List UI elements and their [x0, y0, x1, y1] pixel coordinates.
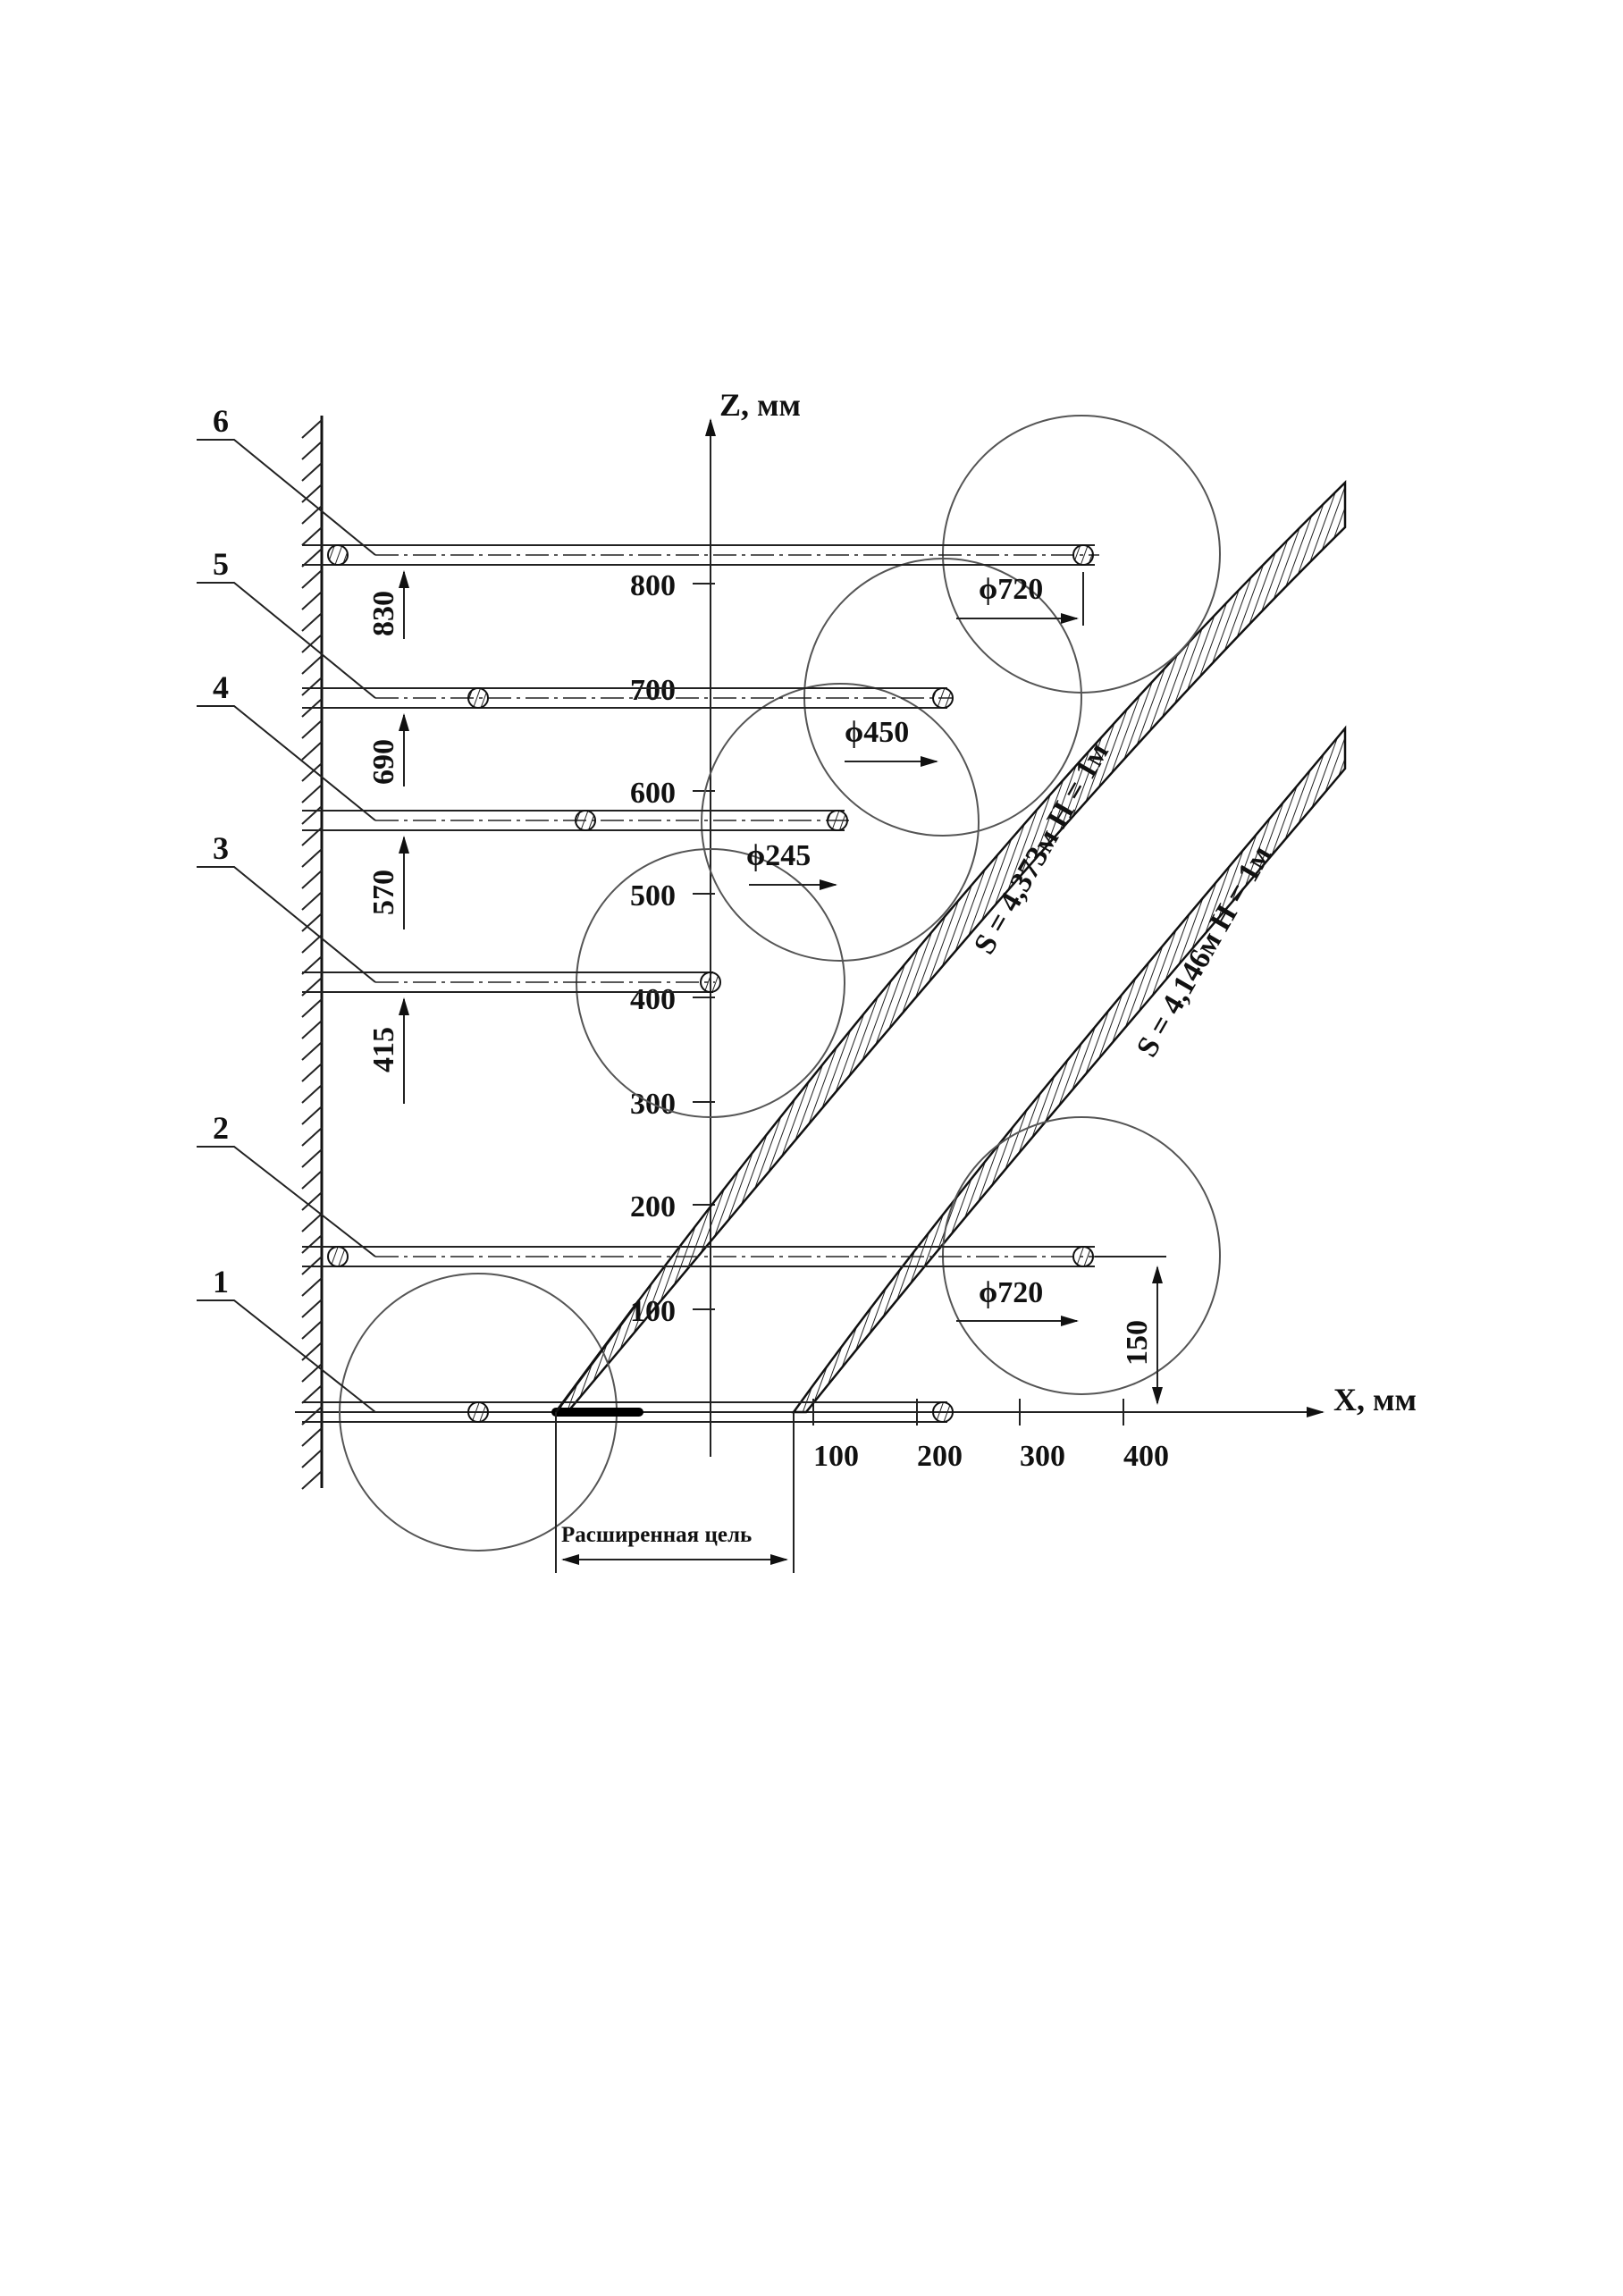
trajectory-lower-label: S = 4,146м H = 1м	[1131, 840, 1278, 1063]
diameter-245: ϕ245	[746, 839, 811, 872]
wall-hatch-line	[301, 1170, 323, 1190]
rod-1	[302, 1401, 954, 1423]
height-150: 150	[1121, 1320, 1154, 1366]
wall-hatch-line	[301, 805, 323, 825]
z-tick-700: 700	[630, 674, 676, 707]
wall-hatch-line	[301, 955, 323, 975]
z-tick-600: 600	[630, 777, 676, 810]
x-axis-label: X, мм	[1333, 1382, 1417, 1417]
wall-hatch-line	[301, 741, 323, 761]
target-label: Расширенная цель	[561, 1523, 752, 1547]
rod-number-2: 2	[213, 1110, 229, 1146]
trajectory-lower	[791, 725, 1347, 1414]
wall-hatch-line	[301, 762, 323, 782]
wall-hatch-line	[301, 1470, 323, 1490]
wall-hatch-line	[301, 484, 323, 503]
reference-circles	[339, 415, 1221, 1552]
wall-hatch-line	[301, 1063, 323, 1082]
rod-3	[302, 971, 721, 993]
wall-hatch-line	[301, 1127, 323, 1147]
rod-2	[302, 1246, 1099, 1267]
wall-hatch-line	[301, 569, 323, 589]
rod-4	[302, 810, 849, 831]
wall-hatch-line	[301, 419, 323, 439]
rod-number-5: 5	[213, 546, 229, 582]
height-dimensions	[399, 570, 1166, 1413]
rod-6	[302, 544, 1099, 566]
height-830: 830	[367, 591, 400, 636]
rod-number-1: 1	[213, 1264, 229, 1299]
wall-hatch-line	[301, 784, 323, 803]
wall-hatch-line	[301, 1299, 323, 1318]
wall-hatch-line	[301, 591, 323, 610]
wall-hatch-line	[301, 1020, 323, 1039]
wall-hatch-line	[301, 612, 323, 632]
z-tick-800: 800	[630, 569, 676, 602]
x-tick-300: 300	[1020, 1440, 1065, 1473]
wall-hatch-line	[301, 848, 323, 868]
wall-hatch-line	[301, 1277, 323, 1297]
x-tick-100: 100	[813, 1440, 859, 1473]
rod-5	[302, 687, 954, 709]
leaders	[197, 439, 641, 1413]
wall-hatch-line	[301, 1106, 323, 1125]
wall-hatch-line	[301, 1148, 323, 1168]
circle-d450	[803, 558, 1082, 837]
z-tick-400: 400	[630, 983, 676, 1016]
height-690: 690	[367, 739, 400, 785]
wall-hatch-line	[301, 655, 323, 675]
wall-hatch-line	[301, 1191, 323, 1211]
height-415: 415	[367, 1027, 400, 1072]
wall-hatch-line	[301, 998, 323, 1018]
wall-hatch-line	[301, 634, 323, 653]
wall-hatch-line	[301, 891, 323, 911]
wall-hatch-line	[301, 719, 323, 739]
wall-hatch-line	[301, 1427, 323, 1447]
circle-d245	[701, 683, 980, 962]
wall-hatch-line	[301, 1084, 323, 1104]
wall-hatch-line	[301, 677, 323, 696]
wall	[301, 416, 324, 1490]
wall-hatch-line	[301, 1449, 323, 1468]
rod-number-4: 4	[213, 669, 229, 705]
wall-hatch-line	[301, 1384, 323, 1404]
x-tick-400: 400	[1123, 1440, 1169, 1473]
target-dimension	[555, 1412, 795, 1573]
diameter-leaders	[749, 572, 1084, 1326]
circle-rod3	[576, 848, 845, 1118]
wall-hatch-line	[301, 913, 323, 932]
wall-hatch-line	[301, 870, 323, 889]
wall-hatch-line	[301, 1320, 323, 1340]
wall-hatch-line	[301, 1234, 323, 1254]
z-tick-500: 500	[630, 879, 676, 913]
wall-hatch-line	[301, 1041, 323, 1061]
z-tick-200: 200	[630, 1190, 676, 1224]
trajectory-upper-label: S = 4,373м H = 1м	[968, 737, 1115, 960]
wall-hatch-line	[301, 462, 323, 482]
x-tick-200: 200	[917, 1440, 963, 1473]
wall-hatch-line	[301, 1213, 323, 1232]
diameter-720-bottom: ϕ720	[979, 1276, 1043, 1309]
z-ticks	[693, 583, 715, 1310]
trajectory-upper	[553, 480, 1347, 1414]
wall-hatch-line	[301, 526, 323, 546]
wall-hatch-line	[301, 441, 323, 460]
rod-number-6: 6	[213, 403, 229, 439]
diameter-720-top: ϕ720	[979, 573, 1043, 606]
z-axis-label: Z, мм	[719, 387, 801, 423]
diameter-450: ϕ450	[845, 716, 909, 749]
wall-hatch-line	[301, 934, 323, 954]
height-570: 570	[367, 870, 400, 915]
wall-hatch-line	[301, 548, 323, 568]
circle-d720-bottom	[942, 1116, 1221, 1395]
rod-number-3: 3	[213, 830, 229, 866]
